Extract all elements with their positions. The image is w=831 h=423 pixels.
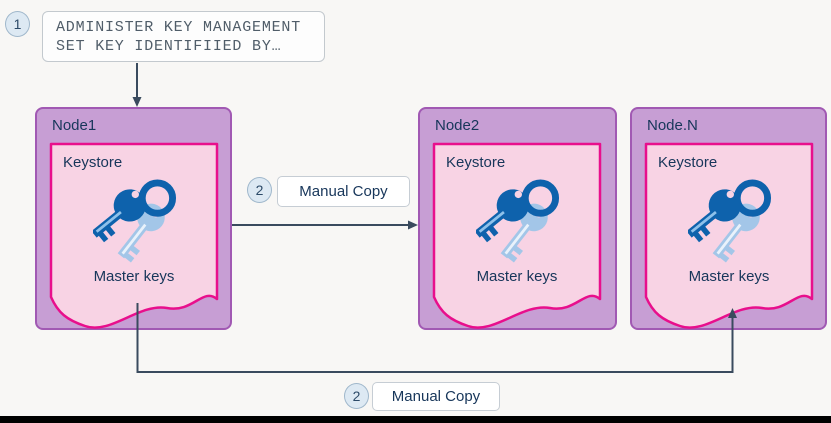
nodeN-box: Node.N Keystore	[630, 107, 827, 330]
node1-label: Node1	[52, 117, 97, 134]
node2-masterkeys-label: Master keys	[476, 268, 558, 285]
keys-icon	[688, 179, 772, 263]
node2-keystore: Keystore	[432, 142, 602, 332]
node1-keystore: Keystore	[49, 142, 219, 332]
manual-copy-label-top: Manual Copy	[277, 176, 410, 207]
step-2-number: 2	[352, 388, 361, 404]
step-1-number: 1	[13, 16, 22, 32]
manual-copy-label-bottom: Manual Copy	[372, 382, 500, 411]
node2-keystore-label: Keystore	[446, 154, 506, 171]
step-2-number: 2	[255, 182, 264, 198]
step-2-badge-bottom: 2	[344, 383, 369, 409]
node1-box: Node1 Keystore	[35, 107, 232, 330]
step-1-badge: 1	[5, 11, 30, 37]
nodeN-keystore-label: Keystore	[658, 154, 718, 171]
node1-keystore-label: Keystore	[63, 154, 123, 171]
nodeN-masterkeys-label: Master keys	[688, 268, 770, 285]
keys-icon	[93, 179, 177, 263]
node1-masterkeys-label: Master keys	[93, 268, 175, 285]
node2-box: Node2 Keystore	[418, 107, 617, 330]
step-2-badge-top: 2	[247, 177, 272, 203]
command-line-1: ADMINISTER KEY MANAGEMENT	[56, 18, 302, 36]
admin-command-box: ADMINISTER KEY MANAGEMENT SET KEY IDENTI…	[42, 11, 325, 62]
keys-icon	[476, 179, 560, 263]
nodeN-keystore: Keystore	[644, 142, 814, 332]
nodeN-label: Node.N	[647, 117, 698, 134]
bottom-black-bar	[0, 416, 831, 423]
node2-label: Node2	[435, 117, 480, 134]
command-line-2: SET KEY IDENTIFIIED BY…	[56, 37, 282, 55]
